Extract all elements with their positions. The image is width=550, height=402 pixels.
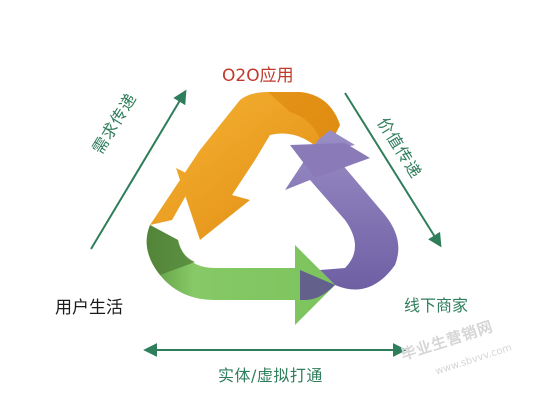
- orange-arrow-band: [150, 92, 340, 240]
- connector-right: [344, 92, 442, 248]
- edge-label-integration: 实体/虚拟打通: [218, 366, 323, 385]
- green-fold: [146, 225, 195, 275]
- node-label-offline-merchant: 线下商家: [404, 296, 469, 315]
- node-label-o2o: O2O应用: [222, 66, 294, 86]
- purple-arrow-head: [290, 143, 370, 178]
- node-label-user-life: 用户生活: [55, 298, 123, 318]
- connector-left: [90, 89, 187, 250]
- green-arrow-band: [146, 225, 335, 325]
- purple-fold: [300, 270, 335, 300]
